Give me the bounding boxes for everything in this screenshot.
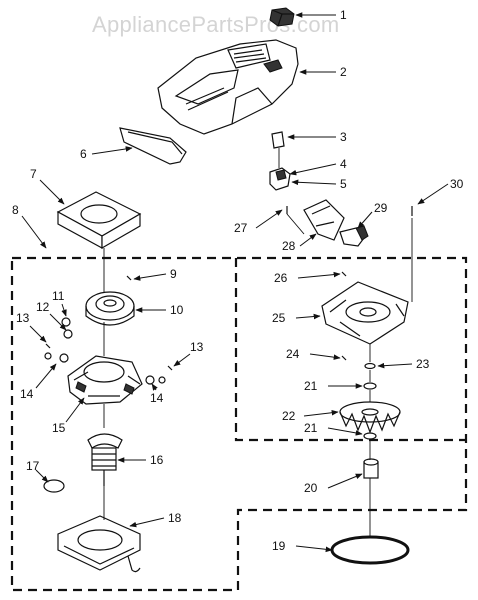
callout-29: 29 — [374, 201, 388, 215]
part-17-clamp — [43, 479, 65, 493]
callout-8: 8 — [12, 203, 19, 217]
callout-7: 7 — [30, 167, 37, 181]
callout-16: 16 — [150, 453, 164, 467]
callout-3: 3 — [340, 130, 347, 144]
part-26-screw — [341, 271, 347, 277]
part-6-lens — [119, 127, 187, 165]
callout-23: 23 — [416, 357, 430, 371]
part-4-5-switch — [269, 167, 291, 191]
part-23-washer — [364, 362, 376, 370]
part-19-belt — [330, 535, 410, 565]
callout-12: 12 — [36, 300, 50, 314]
part-14-clips — [44, 352, 166, 385]
callout-15: 15 — [52, 421, 66, 435]
callout-14b: 14 — [150, 391, 164, 405]
callout-21a: 21 — [304, 379, 318, 393]
assembly-axes — [103, 148, 413, 537]
part-10-motor-cap — [85, 291, 135, 326]
part-25-fan-housing — [321, 281, 409, 345]
callout-labels: 1 2 3 4 5 6 7 8 9 10 11 12 13 13 14 14 1… — [12, 8, 464, 553]
callout-4: 4 — [340, 157, 347, 171]
callout-19: 19 — [272, 539, 286, 553]
part-22-fan — [339, 401, 401, 434]
callout-26: 26 — [274, 271, 288, 285]
watermark-text: AppliancePartsPros.com — [92, 12, 339, 37]
callout-14a: 14 — [20, 387, 34, 401]
callout-20: 20 — [304, 481, 318, 495]
inner-boundary — [234, 258, 466, 442]
callout-2: 2 — [340, 65, 347, 79]
callout-11: 11 — [52, 289, 65, 303]
part-3-latch — [271, 131, 285, 149]
callout-25: 25 — [272, 311, 286, 325]
callout-5: 5 — [340, 177, 347, 191]
part-9-screw — [126, 275, 132, 281]
callout-13b: 13 — [190, 340, 204, 354]
part-20-pulley — [363, 458, 379, 479]
callout-6: 6 — [80, 147, 87, 161]
callout-17: 17 — [26, 459, 40, 473]
part-13b-screw — [167, 365, 173, 371]
part-16-armature — [87, 433, 123, 486]
part-21b-washer — [363, 432, 377, 440]
part-18-base-plate — [57, 515, 141, 573]
callout-18: 18 — [168, 511, 182, 525]
callout-9: 9 — [170, 267, 177, 281]
part-29-bulb — [339, 225, 369, 247]
part-7-filter — [56, 191, 142, 250]
callout-13a: 13 — [16, 311, 30, 325]
callout-24: 24 — [286, 347, 300, 361]
part-21a-washer — [363, 382, 377, 390]
callout-21b: 21 — [304, 421, 318, 435]
leader-lines — [21, 12, 449, 553]
part-13a-screw — [45, 343, 51, 349]
callout-1: 1 — [340, 8, 347, 22]
callout-10: 10 — [170, 303, 184, 317]
callout-27: 27 — [234, 221, 248, 235]
part-1-button — [269, 7, 295, 27]
part-28-bracket — [303, 199, 345, 241]
callout-30: 30 — [450, 177, 464, 191]
part-15-motor-housing — [67, 355, 143, 405]
part-24-screw — [341, 355, 347, 361]
callout-28: 28 — [282, 239, 296, 253]
assembly-boundary — [10, 256, 468, 592]
part-2-top-cover — [157, 39, 299, 135]
callout-22: 22 — [282, 409, 296, 423]
